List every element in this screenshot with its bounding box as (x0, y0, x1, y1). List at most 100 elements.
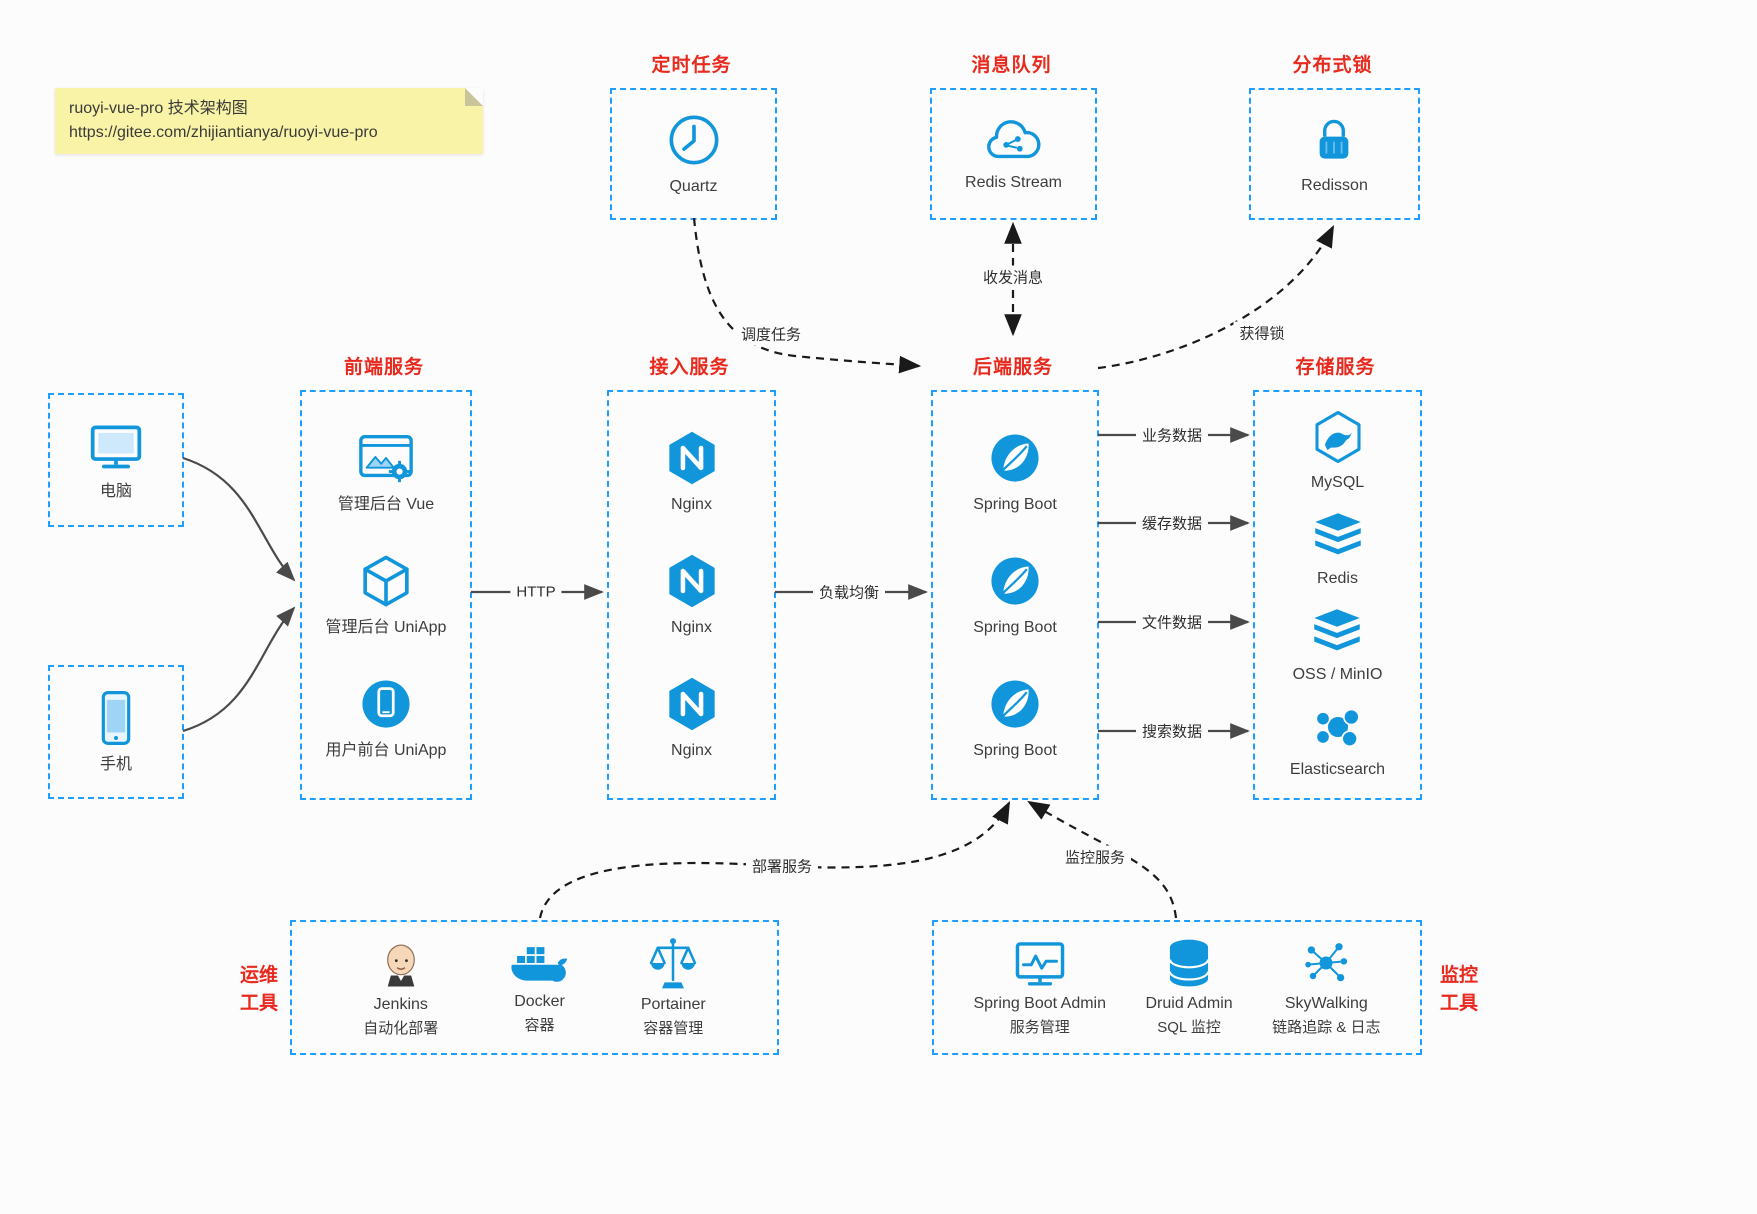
node-jenkins: Jenkins 自动化部署 (363, 936, 438, 1040)
edge-acquire-lock (1097, 225, 1334, 370)
elasticsearch-icon (1311, 702, 1365, 752)
node-label: Portainer (640, 995, 706, 1013)
scheduled-task-title: 定时任务 (651, 55, 732, 76)
node-docker: Docker 容器 (510, 939, 570, 1037)
spring-icon (986, 675, 1044, 733)
redis-stack-icon (1310, 511, 1366, 561)
access-services-box: Nginx Nginx Nginx (607, 390, 776, 800)
node-label: Redisson (1301, 176, 1368, 194)
jenkins-icon (376, 936, 426, 990)
node-spring-boot-admin: Spring Boot Admin 服务管理 (973, 937, 1106, 1039)
node-nginx-3: Nginx (663, 675, 721, 762)
node-springboot-2: Spring Boot (973, 552, 1057, 639)
node-admin-uniapp: 管理后台 UniApp (325, 552, 447, 639)
node-label: Spring Boot (973, 741, 1057, 759)
node-sublabel: 服务管理 (1009, 1019, 1070, 1037)
node-label: 管理后台 Vue (337, 495, 435, 513)
node-nginx-2: Nginx (663, 552, 721, 639)
nginx-icon (663, 552, 721, 610)
node-sublabel: 容器管理 (643, 1020, 704, 1038)
cloud-stream-icon (982, 115, 1044, 165)
mysql-icon (1310, 409, 1366, 465)
node-redis-stream: Redis Stream (965, 115, 1062, 194)
frontend-services-box: 管理后台 Vue 管理后台 UniApp 用户前台 UniApp (300, 390, 472, 800)
frontend-services-title: 前端服务 (343, 357, 424, 378)
node-label: MySQL (1310, 474, 1365, 492)
edge-label-business-data: 业务数据 (1135, 423, 1209, 447)
node-label: 管理后台 UniApp (325, 618, 447, 636)
access-services-title: 接入服务 (649, 357, 730, 378)
storage-services-box: MySQL Redis OSS / MinIO Elasticsearch (1253, 390, 1422, 800)
ops-tools-label: 运维 工具 (239, 965, 278, 1014)
node-sublabel: 自动化部署 (363, 1020, 439, 1038)
node-phone: 手机 (92, 689, 140, 776)
nginx-icon (663, 675, 721, 733)
node-user-uniapp: 用户前台 UniApp (325, 675, 447, 762)
node-label: 电脑 (99, 482, 132, 500)
backend-services-box: Spring Boot Spring Boot Spring Boot (931, 390, 1099, 800)
node-label: 用户前台 UniApp (325, 741, 447, 759)
desktop-icon (86, 418, 146, 474)
node-label: Redis Stream (965, 173, 1062, 191)
node-label: Spring Boot (973, 618, 1057, 636)
uniapp-user-icon (357, 675, 415, 733)
druid-icon (1164, 937, 1214, 989)
node-label: OSS / MinIO (1292, 665, 1383, 683)
node-label: Spring Boot (973, 495, 1057, 513)
edge-label-http: HTTP (510, 582, 562, 602)
sba-icon (1012, 937, 1068, 989)
node-druid-admin: Druid Admin SQL 监控 (1146, 937, 1233, 1039)
monitor-tools-box: Spring Boot Admin 服务管理 Druid Admin SQL 监… (932, 920, 1422, 1055)
node-label: Docker (514, 992, 565, 1010)
lock-icon (1307, 112, 1361, 168)
spring-icon (986, 552, 1044, 610)
edge-label-schedule-task: 调度任务 (734, 322, 808, 346)
node-label: Druid Admin (1145, 994, 1233, 1012)
node-sublabel: 链路追踪 & 日志 (1272, 1019, 1381, 1037)
message-queue-title: 消息队列 (971, 55, 1052, 76)
backend-services-title: 后端服务 (972, 357, 1053, 378)
node-redis: Redis (1310, 511, 1366, 590)
node-springboot-1: Spring Boot (973, 429, 1057, 516)
note-title: ruoyi-vue-pro 技术架构图 (69, 100, 248, 117)
monitor-tools-label: 监控 工具 (1439, 965, 1478, 1014)
node-label: Nginx (671, 741, 712, 759)
scheduled-task-box: Quartz (610, 88, 777, 220)
node-portainer: Portainer 容器管理 (641, 936, 706, 1040)
node-mysql: MySQL (1310, 409, 1366, 494)
node-label: Redis (1317, 569, 1358, 587)
node-admin-vue: 管理后台 Vue (338, 429, 434, 516)
node-label: Nginx (671, 495, 712, 513)
node-label: Elasticsearch (1289, 761, 1386, 779)
node-label: Spring Boot Admin (973, 994, 1107, 1012)
node-label: Quartz (669, 177, 718, 195)
node-redisson: Redisson (1301, 112, 1368, 197)
sticky-note: ruoyi-vue-pro 技术架构图 https://gitee.com/zh… (55, 88, 483, 154)
edge-label-send-receive-message: 收发消息 (976, 265, 1050, 289)
node-quartz: Quartz (665, 111, 723, 198)
edge-desktop-to-frontend (182, 456, 296, 582)
client-desktop-box: 电脑 (48, 393, 184, 527)
edge-label-cache-data: 缓存数据 (1135, 511, 1209, 535)
node-label: Jenkins (373, 995, 428, 1013)
portainer-icon (646, 936, 700, 990)
uniapp-cube-icon (357, 552, 415, 610)
nginx-icon (663, 429, 721, 487)
node-label: 手机 (99, 755, 132, 773)
edge-label-monitor-service: 监控服务 (1058, 845, 1132, 869)
edge-label-search-data: 搜索数据 (1135, 719, 1209, 743)
edge-label-acquire-lock: 获得锁 (1233, 321, 1291, 345)
node-desktop: 电脑 (86, 418, 146, 503)
docker-icon (510, 939, 570, 987)
edge-label-file-data: 文件数据 (1135, 610, 1209, 634)
spring-icon (986, 429, 1044, 487)
clock-icon (665, 111, 723, 169)
node-springboot-3: Spring Boot (973, 675, 1057, 762)
node-nginx-1: Nginx (663, 429, 721, 516)
phone-icon (92, 689, 140, 747)
oss-stack-icon (1309, 607, 1365, 657)
edge-phone-to-frontend (182, 606, 296, 733)
edge-label-load-balance: 负载均衡 (812, 580, 886, 604)
